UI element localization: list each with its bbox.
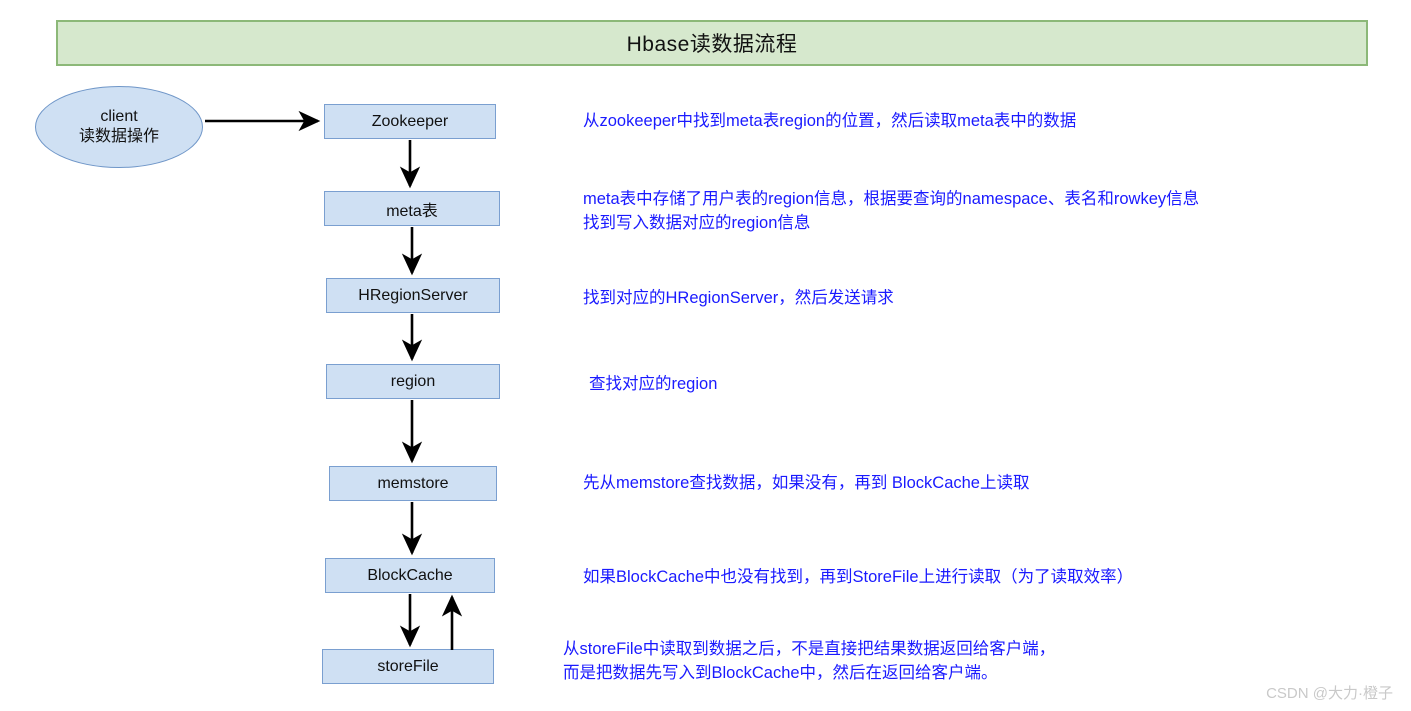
- node-blockcache: BlockCache: [325, 558, 495, 593]
- node-blockcache-label: BlockCache: [367, 566, 453, 584]
- page-title: Hbase读数据流程: [626, 33, 798, 56]
- node-storefile: storeFile: [322, 649, 494, 684]
- annot-zookeeper: 从zookeeper中找到meta表region的位置，然后读取meta表中的数…: [583, 112, 1077, 130]
- client-node-label-line1: client: [100, 107, 138, 125]
- diagram-title-banner: Hbase读数据流程: [56, 20, 1368, 66]
- annot-region: 查找对应的region: [589, 375, 718, 393]
- client-node-label-line2: 读数据操作: [78, 128, 159, 145]
- annot-blockcache: 如果BlockCache中也没有找到，再到StoreFile上进行读取（为了读取…: [583, 568, 1134, 586]
- annot-hregionserver: 找到对应的HRegionServer，然后发送请求: [583, 289, 894, 307]
- node-region-label: region: [390, 372, 436, 390]
- node-memstore: memstore: [329, 466, 497, 501]
- node-meta-label: meta表: [386, 202, 438, 220]
- node-storefile-label: storeFile: [377, 657, 439, 675]
- node-zookeeper: Zookeeper: [324, 104, 496, 139]
- node-hregionserver-label: HRegionServer: [358, 286, 468, 304]
- node-region: region: [326, 364, 500, 399]
- annot-meta: meta表中存储了用户表的region信息，根据要查询的namespace、表名…: [583, 190, 1200, 232]
- node-hregionserver: HRegionServer: [326, 278, 500, 313]
- node-meta: meta表: [324, 191, 500, 226]
- annot-memstore: 先从memstore查找数据，如果没有，再到 BlockCache上读取: [583, 474, 1030, 492]
- node-zookeeper-label: Zookeeper: [371, 112, 449, 130]
- annot-storefile: 从storeFile中读取到数据之后，不是直接把结果数据返回给客户端， 而是把数…: [563, 640, 1056, 682]
- client-node: client 读数据操作: [35, 86, 203, 168]
- node-memstore-label: memstore: [377, 474, 449, 492]
- watermark: CSDN @大力·橙子: [1266, 685, 1393, 702]
